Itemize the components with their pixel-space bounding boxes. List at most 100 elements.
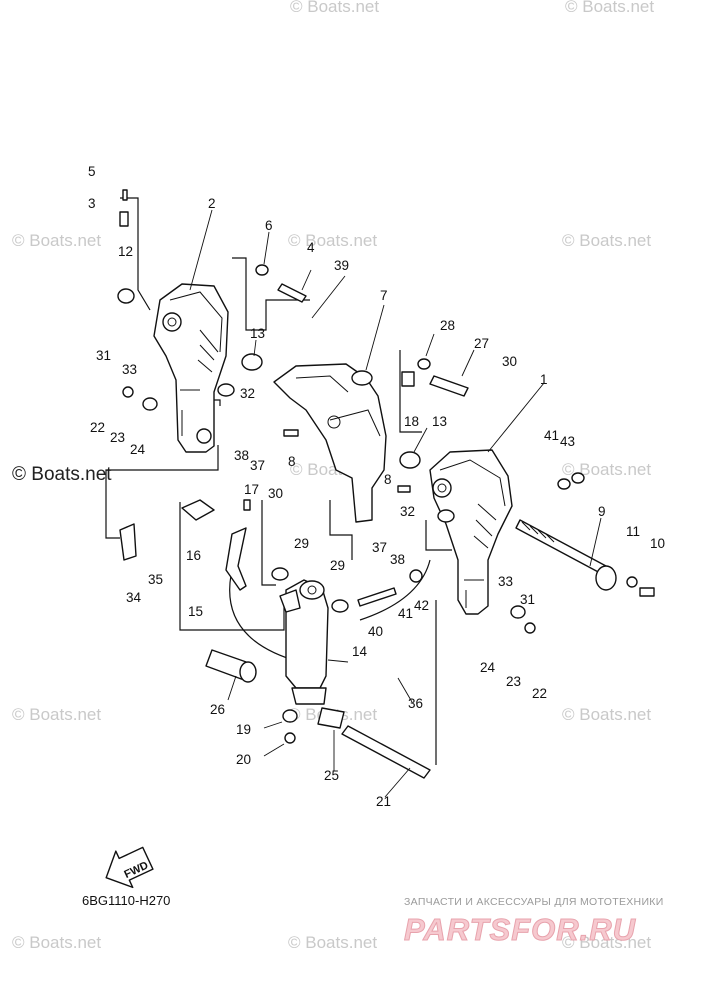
bush-part-24a	[142, 397, 158, 411]
callout-number: 27	[474, 336, 489, 351]
watermark-text: © Boats.net	[12, 933, 101, 952]
screw-part-17	[243, 499, 251, 511]
washer-part-23a	[122, 386, 134, 398]
bush-part-32a	[217, 383, 235, 397]
callout-number: 41	[544, 428, 559, 443]
bracket-left-part-2	[153, 283, 229, 453]
callout-number: 11	[626, 524, 640, 539]
leader-lines	[189, 209, 602, 798]
bush-part-24b	[510, 605, 526, 619]
callout-number: 8	[288, 454, 296, 469]
bolt-part-40	[357, 587, 397, 607]
callout-number: 7	[380, 288, 388, 303]
callout-number: 22	[532, 686, 547, 701]
callout-number: 13	[250, 326, 265, 341]
callout-number: 18	[404, 414, 419, 429]
callout-number: 37	[372, 540, 387, 555]
collar-part-28	[417, 358, 431, 370]
callout-number: 38	[234, 448, 249, 463]
callout-number: 28	[440, 318, 455, 333]
callout-number: 36	[408, 696, 423, 711]
callout-number: 3	[88, 196, 96, 211]
callout-number: 25	[324, 768, 339, 783]
callout-number: 31	[96, 348, 111, 363]
watermark-text: © Boats.net	[562, 231, 651, 250]
bracket-right-part-1	[429, 449, 513, 615]
collar-part-6	[255, 264, 269, 276]
callout-number: 15	[188, 604, 203, 619]
ad-brand-logo: PARTSFOR.RU	[404, 912, 637, 947]
plate-part-18	[401, 371, 415, 387]
callout-number: 9	[598, 504, 606, 519]
callout-number: 14	[352, 644, 368, 659]
callout-number: 13	[432, 414, 447, 429]
bush-part-32b	[437, 509, 455, 523]
watermark-text: © Boats.net	[562, 933, 651, 952]
callout-number: 43	[560, 434, 575, 449]
watermark-text: © Boats.net	[562, 460, 651, 479]
nut-part-43b	[571, 472, 585, 484]
callout-number: 24	[130, 442, 146, 457]
bolt-part-8b	[397, 485, 411, 493]
watermark-text: © Boats.net	[12, 705, 101, 724]
fwd-arrow: FWD	[105, 846, 154, 889]
watermark-text: © Boats.net	[12, 231, 101, 250]
tilt-cylinder-part-14	[279, 579, 329, 705]
bolt-part-10	[639, 587, 655, 597]
callout-number: 32	[240, 386, 255, 401]
callout-number: 2	[208, 196, 216, 211]
callout-number: 10	[650, 536, 665, 551]
callout-number: 26	[210, 702, 225, 717]
watermark-layer: © Boats.net © Boats.net © Boats.net © Bo…	[12, 0, 654, 952]
callout-number: 29	[330, 558, 345, 573]
callout-number: 29	[294, 536, 309, 551]
plate-part-16	[181, 499, 215, 521]
callout-number: 38	[390, 552, 405, 567]
washer-part-11	[626, 576, 638, 588]
callout-number: 17	[244, 482, 259, 497]
callout-number: 20	[236, 752, 251, 767]
pin-part-27	[429, 375, 469, 397]
bolt-part-8a	[283, 429, 299, 437]
pin-part-5	[122, 189, 128, 201]
rod-part-21	[341, 725, 431, 779]
pin-part-3	[119, 211, 129, 227]
plate-part-34	[119, 523, 137, 561]
nut-part-43a	[557, 478, 571, 490]
nut-part-12	[117, 288, 135, 304]
callout-number: 6	[265, 218, 273, 233]
callout-number: 16	[186, 548, 201, 563]
callout-number: 31	[520, 592, 535, 607]
pins-and-spacers	[117, 189, 655, 779]
watermark-text-dark: © Boats.net	[12, 464, 112, 485]
callout-number: 33	[122, 362, 137, 377]
pin-part-4	[277, 283, 307, 303]
callout-number: 40	[368, 624, 383, 639]
callout-number: 5	[88, 164, 96, 179]
assembly-frame-lines	[105, 197, 452, 765]
callout-number: 39	[334, 258, 349, 273]
ad-banner: ЗАПЧАСТИ И АКСЕССУАРЫ ДЛЯ МОТОТЕХНИКИ PA…	[404, 896, 664, 948]
washer-part-42	[409, 569, 423, 583]
callout-number: 23	[110, 430, 125, 445]
bush-part-29b	[331, 599, 349, 613]
bolt-part-20	[284, 732, 296, 744]
callout-number: 35	[148, 572, 163, 587]
callout-number: 24	[480, 660, 496, 675]
callout-number: 22	[90, 420, 105, 435]
bush-part-29a	[271, 567, 289, 581]
callout-number: 21	[376, 794, 391, 809]
callout-number: 33	[498, 574, 513, 589]
callout-number: 19	[236, 722, 251, 737]
diagram-code: 6BG1110-H270	[82, 893, 170, 908]
watermark-text: © Boats.net	[288, 933, 377, 952]
watermark-text: © Boats.net	[562, 705, 651, 724]
wire-part-15	[225, 527, 247, 591]
watermark-text: © Boats.net	[290, 0, 379, 16]
callout-number: 30	[502, 354, 517, 369]
callout-number: 41	[398, 606, 413, 621]
bush-part-13a	[241, 353, 263, 371]
ad-tagline: ЗАПЧАСТИ И АКСЕССУАРЫ ДЛЯ МОТОТЕХНИКИ	[404, 896, 664, 908]
